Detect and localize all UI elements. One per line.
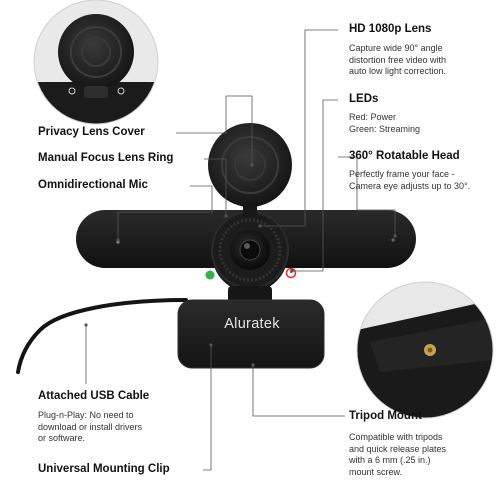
- leds-title: LEDs: [349, 93, 379, 105]
- leader-lines: [85, 29, 396, 471]
- brand-logo-text: Aluratek: [224, 316, 280, 332]
- stream-led: [205, 270, 215, 280]
- tripod-mount-title: Tripod Mount: [349, 410, 422, 422]
- rotatable-head-title: 360° Rotatable Head: [349, 150, 460, 162]
- privacy-cover-inset: [33, 0, 159, 125]
- tripod-mount-desc: Compatible with tripods and quick releas…: [349, 432, 447, 477]
- usb-cable: [16, 298, 188, 374]
- rotatable-head-desc: Perfectly frame your face - Camera eye a…: [349, 169, 471, 191]
- mounting-clip: [178, 300, 324, 368]
- usb-cable-title: Attached USB Cable: [38, 390, 150, 402]
- hd-lens-title: HD 1080p Lens: [349, 23, 432, 35]
- privacy-cover-title: Privacy Lens Cover: [38, 126, 145, 138]
- tripod-mount-inset: [356, 281, 494, 419]
- focus-ring-title: Manual Focus Lens Ring: [38, 152, 174, 164]
- usb-cable-desc: Plug-n-Play: No need to download or inst…: [38, 410, 143, 443]
- mounting-clip-title: Universal Mounting Clip: [38, 463, 170, 475]
- mic-title: Omnidirectional Mic: [38, 179, 148, 191]
- leds-desc: Red: Power Green: Streaming: [349, 112, 421, 134]
- privacy-cover: [208, 123, 292, 207]
- hd-lens-desc: Capture wide 90° angle distortion free v…: [349, 43, 447, 76]
